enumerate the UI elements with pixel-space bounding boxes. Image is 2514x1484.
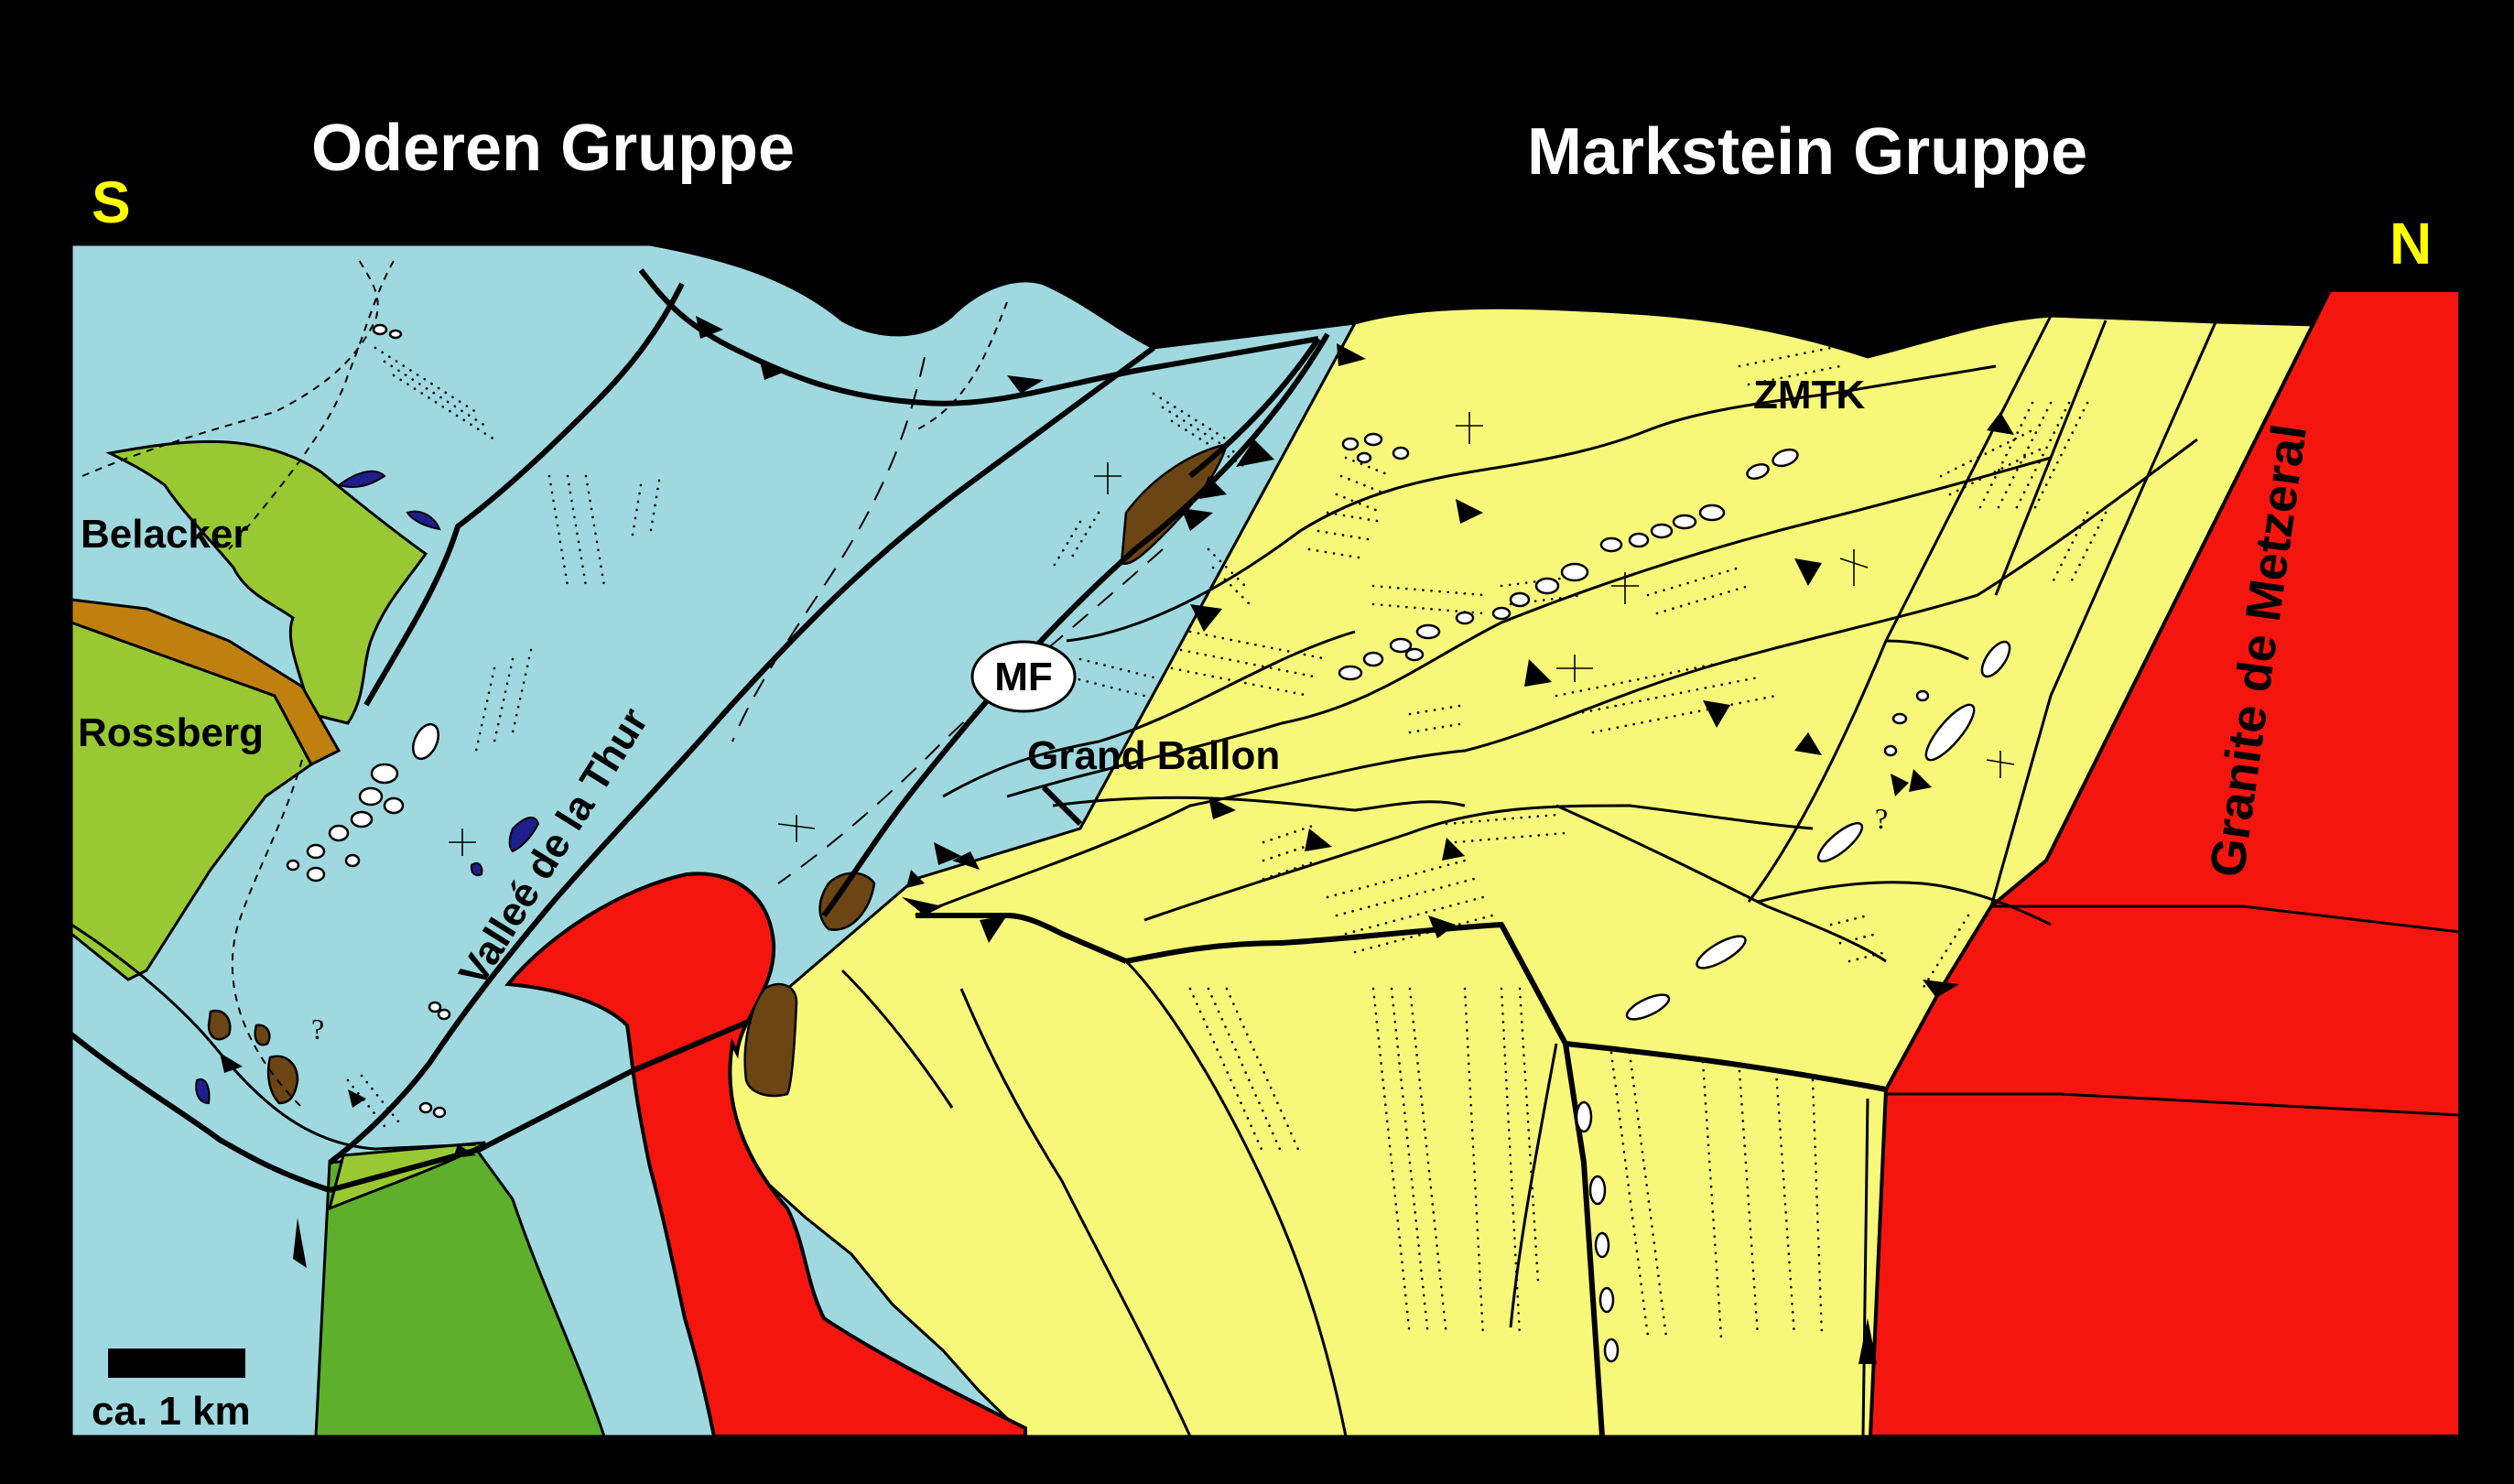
- north-direction-label: N: [2389, 211, 2432, 276]
- granite-intrusion-middle: [504, 872, 1027, 1438]
- grand-ballon-label: Grand Ballon: [1027, 733, 1280, 778]
- oderen-fault-lines: [70, 255, 1330, 1193]
- question-mark-left: ?: [311, 1013, 324, 1045]
- belacker-unit: [105, 439, 428, 725]
- granite-inner-contact: [1886, 904, 2461, 1117]
- stipple-pattern: [346, 346, 2108, 1338]
- markstein-thrust-lines: [840, 315, 2217, 1437]
- mf-badge: MF: [970, 640, 1077, 713]
- question-mark-right: ?: [1875, 802, 1888, 835]
- green-unit-lower: [314, 1147, 607, 1438]
- scale-bar: ca. 1 km: [92, 1349, 251, 1434]
- markstein-gruppe-heading: Markstein Gruppe: [1527, 115, 2087, 189]
- thrust-barbs: [220, 316, 2014, 1364]
- brown-lenses: [207, 442, 1229, 1105]
- belacker-label: Belacker: [81, 512, 248, 557]
- clast-ovals: [286, 323, 2011, 1363]
- mf-label: MF: [994, 655, 1053, 699]
- rossberg-label: Rossberg: [78, 710, 264, 755]
- rossberg-brown-band: [70, 598, 341, 766]
- zmtk-label: ZMTK: [1753, 373, 1865, 417]
- scale-bar-label: ca. 1 km: [92, 1389, 251, 1434]
- oderen-gruppe-heading: Oderen Gruppe: [311, 112, 795, 185]
- navy-lenses: [195, 470, 540, 1105]
- south-direction-label: S: [92, 169, 131, 235]
